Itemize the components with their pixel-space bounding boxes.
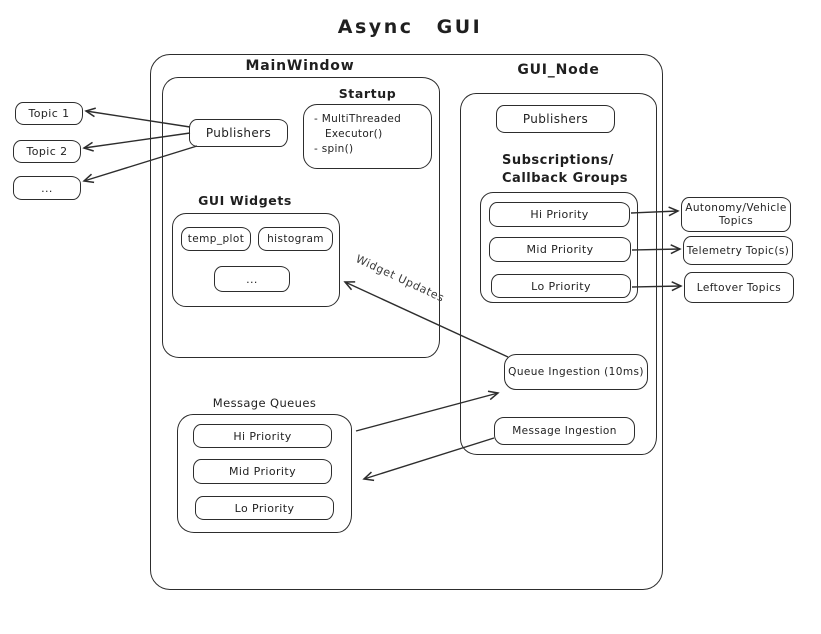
gui-widgets-label: GUI Widgets: [198, 193, 292, 208]
startup-line: - spin(): [314, 143, 354, 155]
message-ingestion-node: Message Ingestion: [494, 417, 635, 445]
mq-mid-priority-node: Mid Priority: [193, 459, 332, 484]
gui-widgets-frame: [172, 213, 340, 307]
mq-lo-priority-node: Lo Priority: [195, 496, 334, 520]
subscriptions-heading: Subscriptions/ Callback Groups: [502, 152, 628, 188]
diagram-title: Async GUI: [337, 16, 483, 38]
subscriptions-heading-line: Callback Groups: [502, 171, 628, 186]
sub-mid-priority-node: Mid Priority: [489, 237, 631, 262]
mainwindow-publishers-node: Publishers: [189, 119, 288, 147]
widget-histogram-node: histogram: [258, 227, 333, 251]
mq-hi-priority-node: Hi Priority: [193, 424, 332, 448]
gui-node-frame: [460, 93, 657, 455]
widget-more-node: ...: [214, 266, 290, 292]
topic-more-node: ...: [13, 176, 81, 200]
sub-lo-priority-node: Lo Priority: [491, 274, 631, 298]
startup-lines: - MultiThreaded Executor() - spin(): [314, 112, 429, 157]
telemetry-topics-node: Telemetry Topic(s): [683, 236, 793, 265]
sub-hi-priority-node: Hi Priority: [489, 202, 630, 227]
message-queues-label: Message Queues: [212, 396, 317, 410]
topic2-node: Topic 2: [13, 140, 81, 163]
mainwindow-label: MainWindow: [245, 58, 355, 74]
gui-node-publishers-node: Publishers: [496, 105, 615, 133]
startup-line: - MultiThreaded: [314, 113, 402, 125]
subscriptions-heading-line: Subscriptions/: [502, 153, 614, 168]
startup-label: Startup: [338, 86, 397, 101]
outer-frame: [150, 54, 663, 590]
widget-temp-plot-node: temp_plot: [181, 227, 251, 251]
subscriptions-group-frame: [480, 192, 638, 303]
queue-ingestion-node: Queue Ingestion (10ms): [504, 354, 648, 390]
topic1-node: Topic 1: [15, 102, 83, 125]
leftover-topics-node: Leftover Topics: [684, 272, 794, 303]
startup-line: Executor(): [325, 128, 383, 140]
autonomy-vehicle-topics-node: Autonomy/Vehicle Topics: [681, 197, 791, 232]
gui-node-label: GUI_Node: [517, 62, 600, 78]
mainwindow-frame: [162, 77, 440, 358]
message-queues-frame: [177, 414, 352, 533]
startup-node: [303, 104, 432, 169]
node-line: Topics: [718, 214, 754, 227]
node-line: Autonomy/Vehicle: [685, 201, 787, 214]
